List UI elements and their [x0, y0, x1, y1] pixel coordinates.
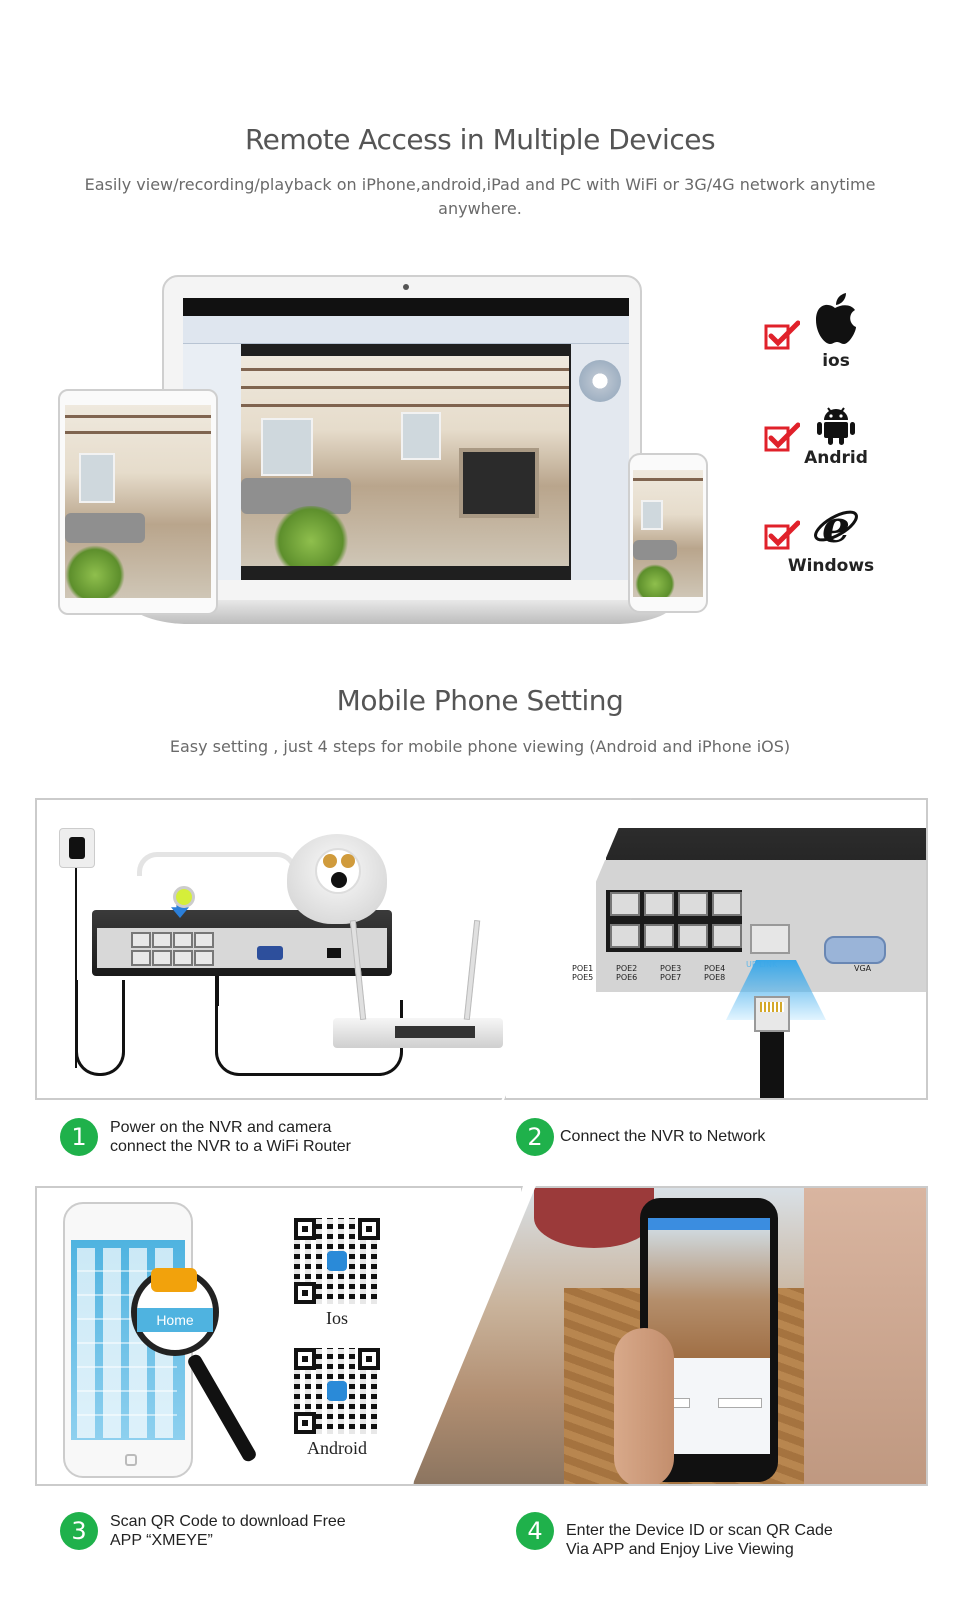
- port-label-poe1: POE1: [572, 964, 594, 973]
- cms-menu-bar: [183, 316, 629, 344]
- hand: [614, 1328, 674, 1484]
- laptop-camera: [403, 284, 409, 290]
- android-icon: [817, 407, 855, 445]
- section-subtitle-mobile-setting: Easy setting , just 4 steps for mobile p…: [169, 737, 791, 756]
- step1-panel: [35, 798, 633, 1100]
- section-title-remote-access: Remote Access in Multiple Devices: [244, 123, 716, 156]
- step-2-text: Connect the NVR to Network: [560, 1128, 766, 1145]
- magnifier-home-label: Home: [137, 1308, 213, 1332]
- vga-port: [824, 936, 886, 964]
- check-icon: [764, 422, 800, 452]
- apple-icon: [816, 293, 856, 344]
- os-label-windows: Windows: [787, 556, 875, 576]
- port-label-poe2: POE2: [616, 964, 638, 973]
- os-label-android: Andrid: [804, 448, 868, 468]
- internet-explorer-icon: e: [814, 502, 858, 550]
- uplink-port: [750, 924, 790, 954]
- section-title-mobile-setting: Mobile Phone Setting: [336, 684, 624, 717]
- section-subtitle-remote-access: Easily view/recording/playback on iPhone…: [84, 175, 876, 218]
- browser-titlebar: [183, 298, 629, 316]
- magnifier-icon: Home: [131, 1268, 219, 1356]
- magnifier-handle: [185, 1352, 259, 1464]
- step4-panel: [412, 1186, 928, 1486]
- port-label-poe4: POE4: [704, 964, 726, 973]
- rj45-plug: [754, 996, 790, 1032]
- step3-panel: Home Ios Android: [35, 1186, 523, 1486]
- power-adapter: [59, 828, 95, 868]
- cable-connector: [173, 886, 195, 908]
- step-1-badge: 1: [60, 1118, 98, 1156]
- os-label-ios: ios: [822, 351, 850, 371]
- check-icon: [764, 520, 800, 550]
- tablet-live-view: [65, 405, 211, 598]
- port-label-poe8: POE8: [704, 973, 726, 982]
- step-1-text: Power on the NVR and camera connect the …: [110, 1119, 351, 1155]
- qr-label-android: Android: [307, 1438, 367, 1458]
- port-label-poe3: POE3: [660, 964, 682, 973]
- step-2-badge: 2: [516, 1118, 554, 1156]
- qr-label-ios: Ios: [326, 1308, 348, 1328]
- check-icon: [764, 320, 800, 350]
- step-4-text: Enter the Device ID or scan QR Cade Via …: [566, 1522, 833, 1558]
- port-label-vga: VGA: [854, 964, 872, 973]
- xmeye-app-screen: [648, 1218, 770, 1454]
- qr-code-ios[interactable]: [294, 1218, 380, 1304]
- network-cable: [760, 1032, 784, 1098]
- umbrella: [534, 1188, 654, 1248]
- dome-camera: [287, 834, 387, 924]
- port-label-poe7: POE7: [660, 973, 682, 982]
- live-view-room: [241, 356, 569, 566]
- port-label-poe6: POE6: [616, 973, 638, 982]
- port-label-poe5: POE5: [572, 973, 594, 982]
- phone-live-view: [633, 470, 703, 597]
- camera-cable: [137, 852, 297, 876]
- step-3-text: Scan QR Code to download Free APP “XMEYE…: [110, 1513, 346, 1549]
- step-4-badge: 4: [516, 1512, 554, 1550]
- laptop-base: [130, 600, 674, 624]
- svg-text:e: e: [822, 502, 850, 550]
- ptz-control-icon: [579, 360, 621, 402]
- step-3-badge: 3: [60, 1512, 98, 1550]
- building-wall: [804, 1188, 926, 1484]
- qr-code-android[interactable]: [294, 1348, 380, 1434]
